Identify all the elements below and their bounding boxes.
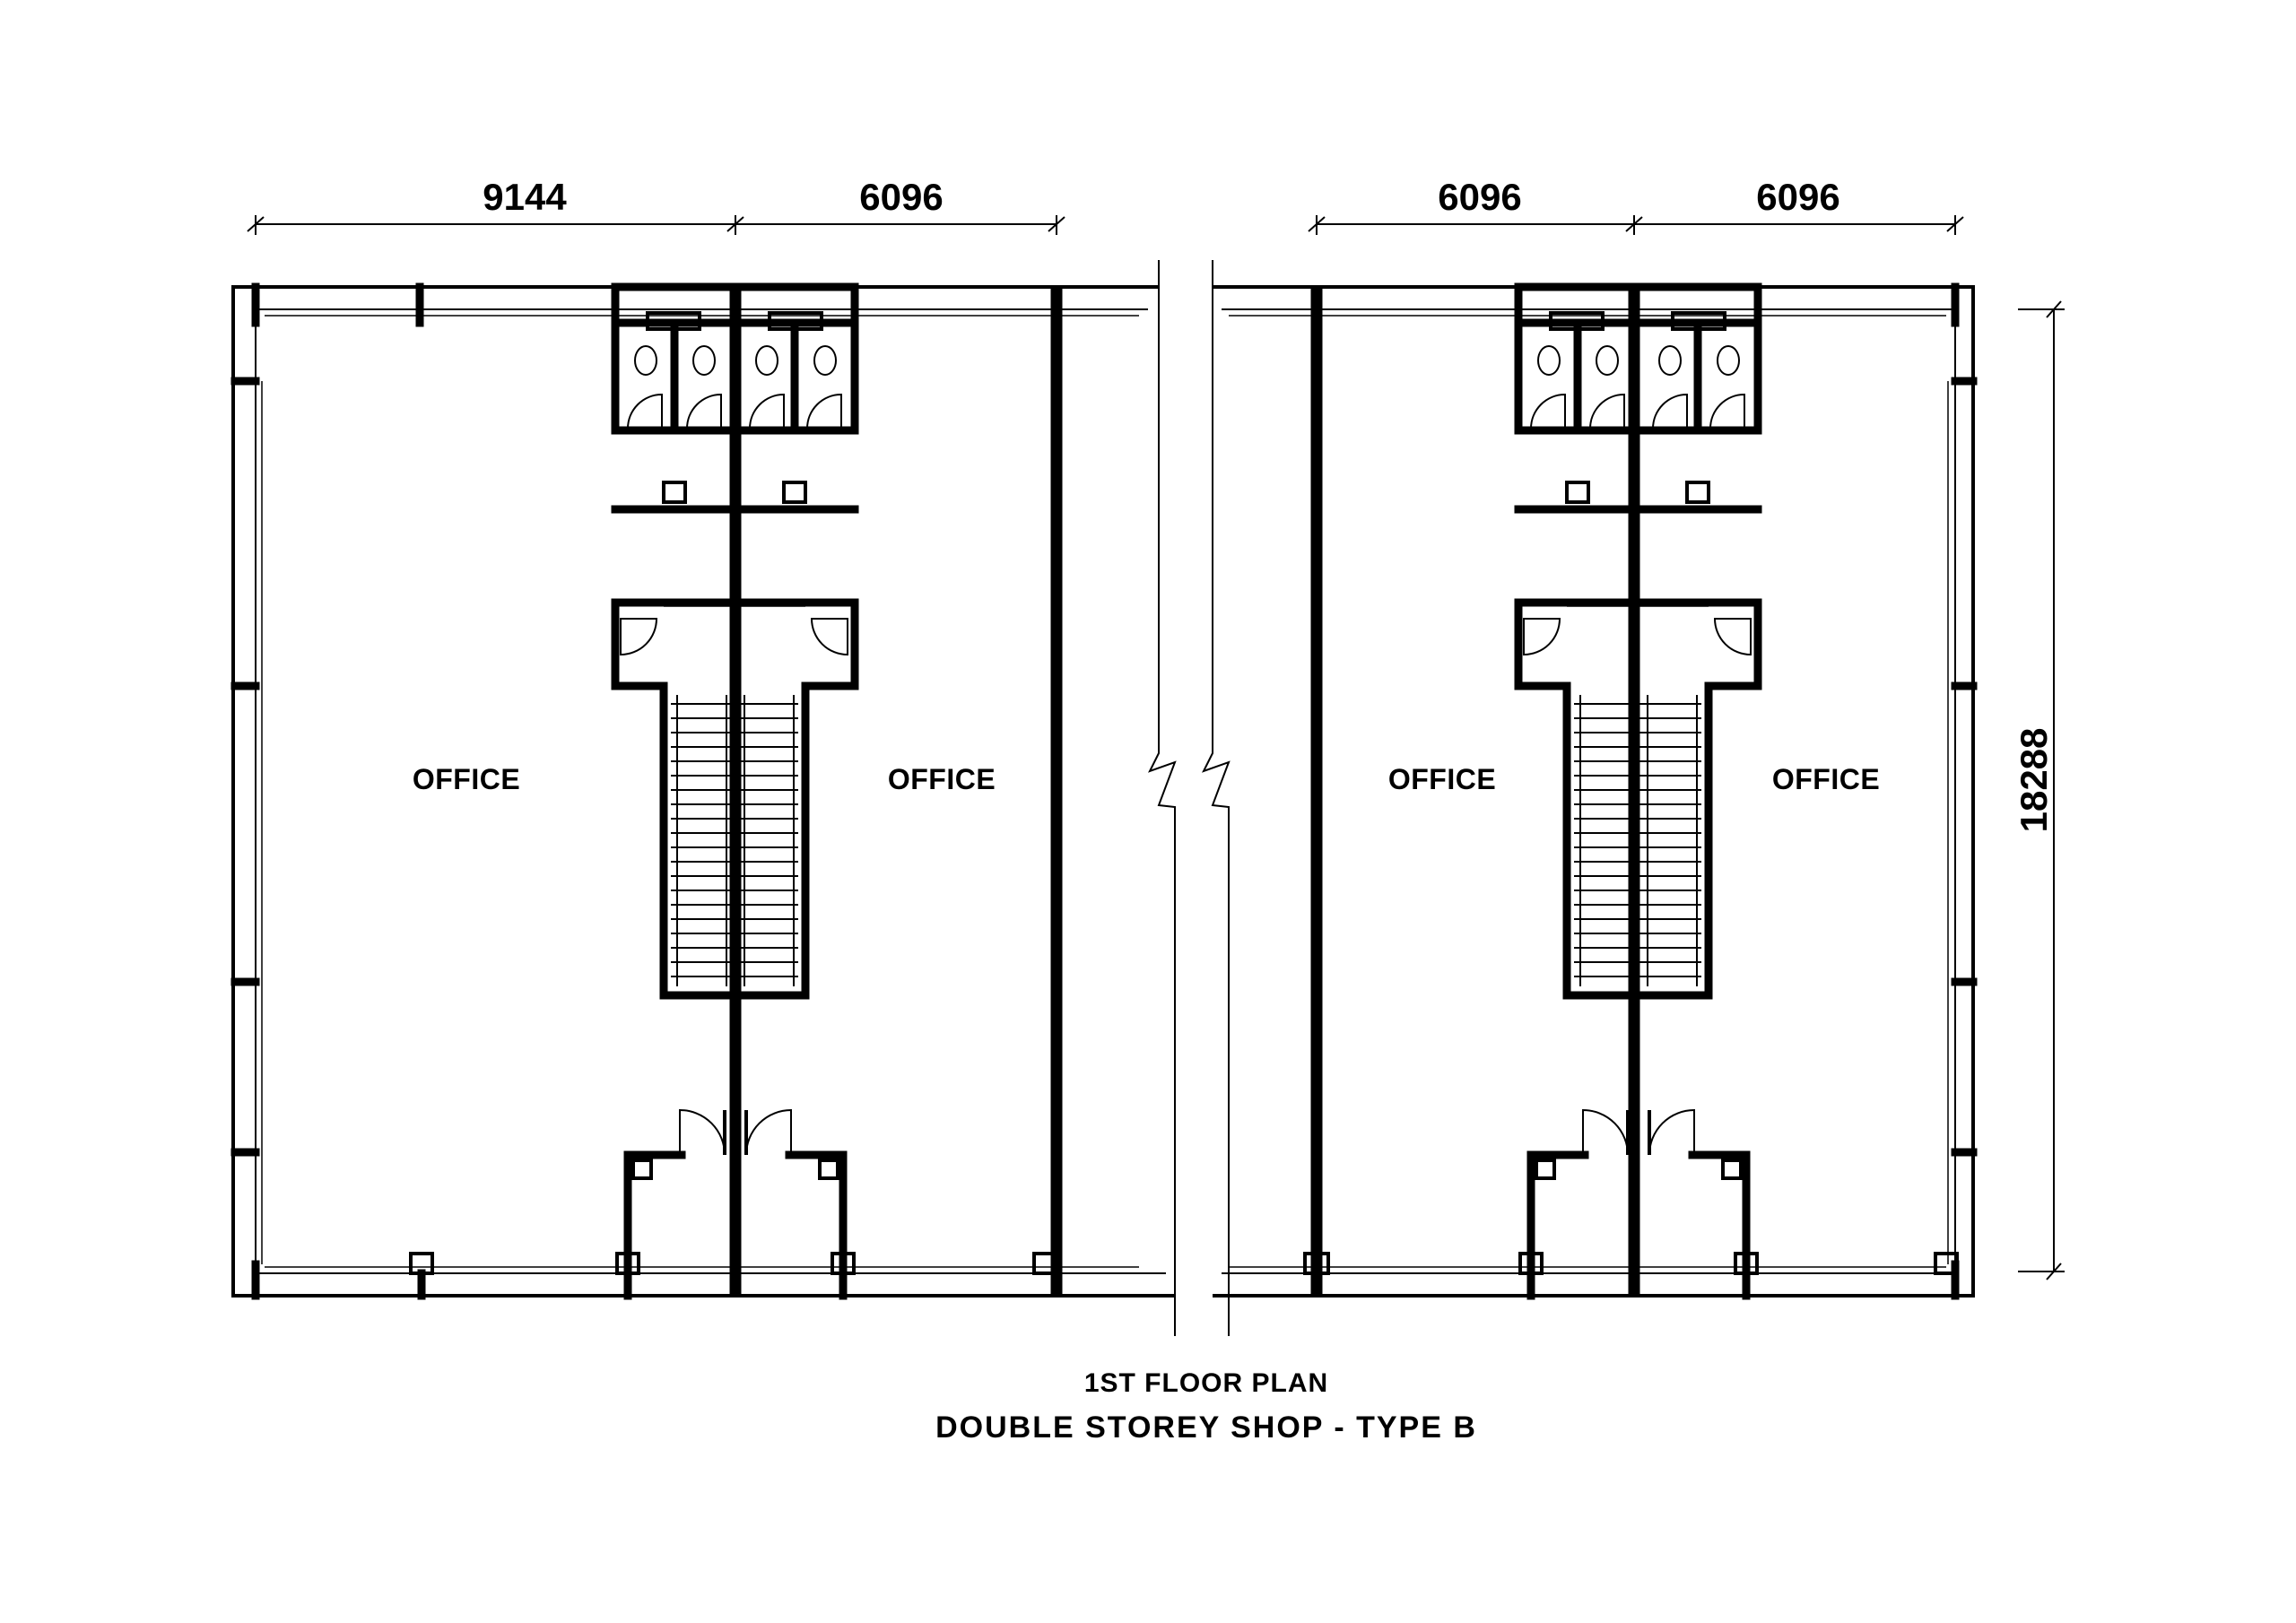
dimension-label: 6096 bbox=[1438, 176, 1521, 218]
stair-treads bbox=[676, 695, 795, 986]
break-line bbox=[1147, 260, 1231, 1336]
dimension-label: 6096 bbox=[1756, 176, 1839, 218]
room-label-office: OFFICE bbox=[888, 763, 996, 795]
dimension-label: 9144 bbox=[483, 176, 567, 218]
stair-treads bbox=[1579, 695, 1698, 986]
room-label-office: OFFICE bbox=[1772, 763, 1880, 795]
room-label-office: OFFICE bbox=[1388, 763, 1496, 795]
plan-title: 1ST FLOOR PLAN bbox=[1084, 1368, 1328, 1398]
left-block bbox=[230, 282, 1175, 1300]
right-block bbox=[1213, 282, 1978, 1300]
dimension-label: 6096 bbox=[859, 176, 943, 218]
plan-subtitle: DOUBLE STOREY SHOP - TYPE B bbox=[935, 1410, 1477, 1445]
dimension-label-vertical: 18288 bbox=[2013, 728, 2055, 833]
dimension-lines bbox=[247, 215, 2065, 1280]
room-label-office: OFFICE bbox=[413, 763, 520, 795]
